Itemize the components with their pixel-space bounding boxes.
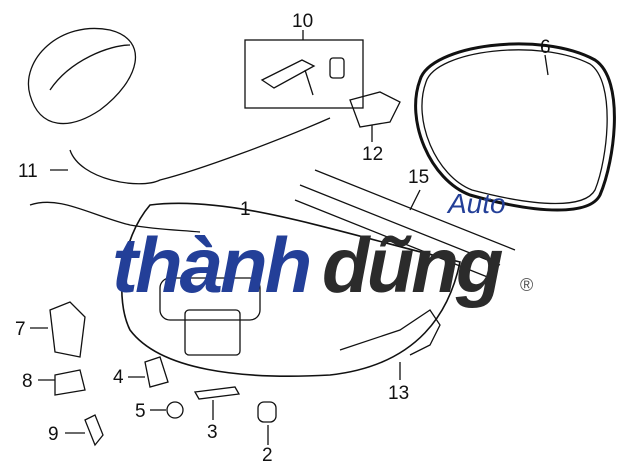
callout-13: 13 (388, 383, 410, 404)
cap-part (329, 57, 345, 79)
emblem-3 (193, 386, 241, 400)
weatherstrip-seal (414, 42, 616, 212)
latch-7 (49, 301, 86, 358)
registered-mark: ® (520, 275, 534, 295)
callout-4: 4 (113, 367, 124, 388)
trunk-lid (121, 202, 461, 377)
callout-8: 8 (22, 371, 33, 392)
part-8 (54, 369, 86, 396)
callout-5: 5 (135, 401, 146, 422)
kit-box (244, 39, 364, 109)
callout-9: 9 (48, 424, 59, 445)
garnish (159, 277, 261, 321)
watermark-suffix: Auto (448, 188, 506, 219)
callout-2: 2 (262, 445, 273, 466)
leader-15 (409, 189, 421, 211)
bumper-2 (257, 401, 277, 423)
callout-7: 7 (15, 319, 26, 340)
callout-12: 12 (362, 144, 384, 165)
watermark-brand-left: thành (112, 221, 312, 309)
hinge-13 (339, 309, 441, 356)
clip-5 (166, 401, 184, 419)
weatherstrip-inner (421, 49, 608, 205)
release-cable (69, 117, 331, 185)
torsion-rods (294, 169, 516, 281)
callout-1: 1 (240, 199, 251, 220)
leader-6 (544, 54, 549, 76)
lock-cylinder-key (260, 59, 316, 96)
callout-15: 15 (408, 167, 430, 188)
latch (349, 91, 401, 128)
callout-11: 11 (18, 161, 38, 182)
callout-3: 3 (207, 422, 218, 443)
plate-recess (184, 309, 241, 356)
bumper-4 (144, 356, 169, 388)
watermark-brand-right: dũng (322, 221, 504, 309)
part-9 (84, 414, 104, 447)
callout-6: 6 (540, 37, 551, 58)
cable-lower (29, 201, 201, 233)
wiring-harness (27, 27, 137, 125)
callout-10: 10 (292, 11, 314, 32)
